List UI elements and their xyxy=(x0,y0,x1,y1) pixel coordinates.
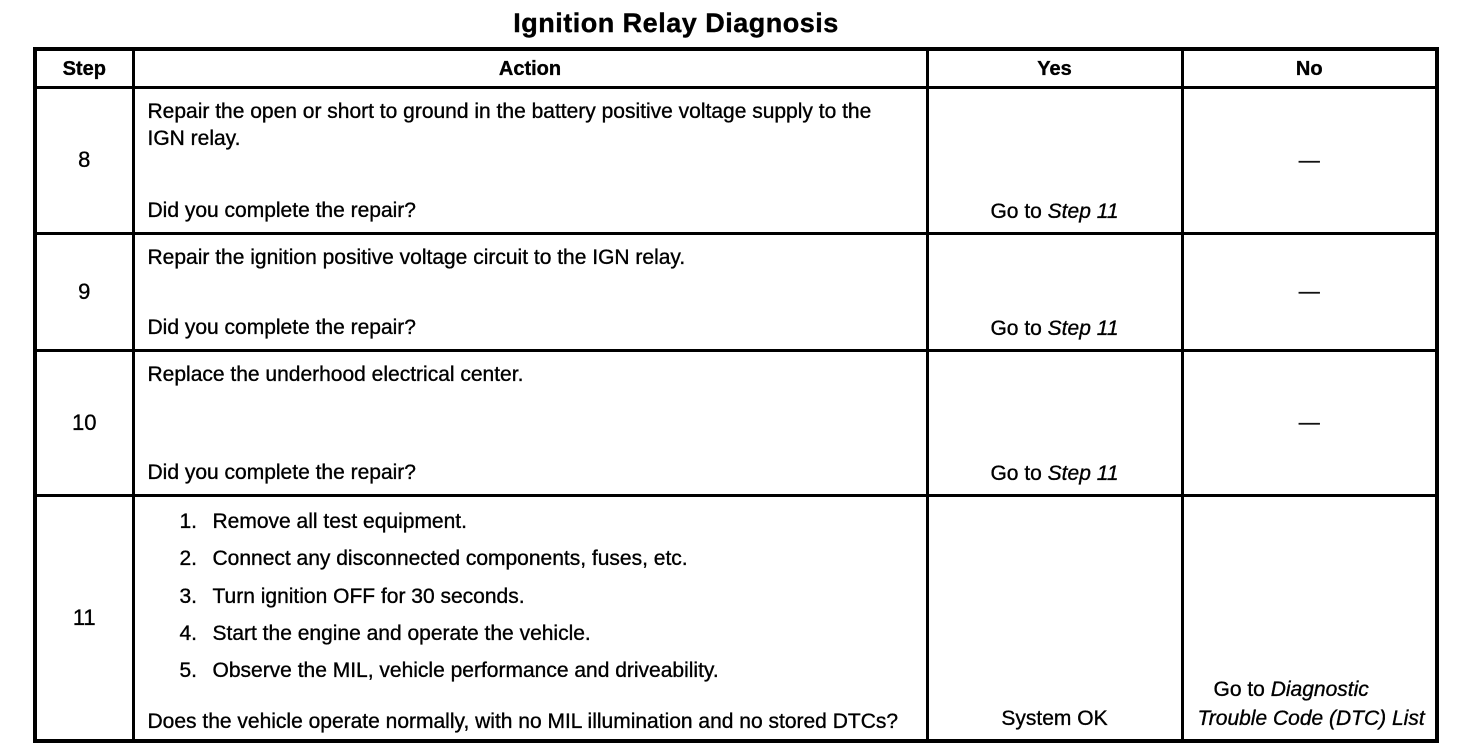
page-title: Ignition Relay Diagnosis xyxy=(513,8,839,38)
list-item: 1. Remove all test equipment. xyxy=(179,508,908,535)
goto-prefix: Go to xyxy=(990,199,1048,223)
column-header-step: Step xyxy=(33,47,135,89)
goto-target: Step 11 xyxy=(1047,461,1119,485)
no-result-dash: — xyxy=(1298,280,1320,304)
question-text: Did you complete the repair? xyxy=(147,460,416,484)
yes-result: Go to Step 11 xyxy=(929,315,1181,342)
action-cell: Repair the ignition positive voltage cir… xyxy=(131,232,929,352)
goto-target: Step 11 xyxy=(1047,316,1119,340)
no-cell: — xyxy=(1180,349,1439,497)
list-item-number: 1. xyxy=(179,510,198,533)
yes-cell: Go to Step 11 xyxy=(925,86,1184,235)
yes-cell: Go to Step 11 xyxy=(925,232,1184,352)
list-item: 5. Observe the MIL, vehicle performance a… xyxy=(179,657,908,684)
header-row: Step Action Yes No xyxy=(33,47,1439,89)
action-cell: Replace the underhood electrical center.… xyxy=(131,349,929,497)
no-result: Go to Diagnostic Trouble Code (DTC) List xyxy=(1197,676,1430,734)
action-text: Repair the open or short to ground in th… xyxy=(147,100,872,151)
no-result-dash: — xyxy=(1298,148,1320,172)
yes-cell: System OK xyxy=(925,494,1184,743)
table-row-step-11: 11 1. Remove all test equipment. 2. Connec… xyxy=(33,494,1439,743)
list-item-number: 4. xyxy=(179,621,198,645)
no-cell: — xyxy=(1180,86,1439,235)
list-item-text: Remove all test equipment. xyxy=(212,510,467,533)
column-header-yes: Yes xyxy=(925,47,1184,89)
yes-result: Go to Step 11 xyxy=(929,198,1181,225)
list-item-number: 5. xyxy=(179,659,198,683)
no-cell: Go to Diagnostic Trouble Code (DTC) List xyxy=(1180,494,1439,743)
list-item-text: Start the engine and operate the vehicle… xyxy=(212,621,591,645)
goto-prefix: Go to xyxy=(990,461,1048,485)
goto-prefix: Go to xyxy=(1213,678,1271,702)
action-text: Replace the underhood electrical center. xyxy=(147,363,524,386)
question-text: Did you complete the repair? xyxy=(147,315,416,339)
action-text: Repair the ignition positive voltage cir… xyxy=(147,246,686,269)
list-item-text: Observe the MIL, vehicle performance and… xyxy=(212,659,719,683)
list-item-text: Connect any disconnected components, fus… xyxy=(212,547,688,571)
list-item: 3. Turn ignition OFF for 30 seconds. xyxy=(179,583,908,610)
step-number: 11 xyxy=(33,494,135,743)
list-item-number: 3. xyxy=(179,584,198,608)
column-header-no: No xyxy=(1180,47,1439,89)
yes-result: Go to Step 11 xyxy=(929,460,1181,487)
table-row-step-8: 8 Repair the open or short to ground in … xyxy=(33,86,1439,235)
action-numbered-list: 1. Remove all test equipment. 2. Connect a… xyxy=(148,508,908,684)
no-result-dash: — xyxy=(1298,411,1320,435)
action-cell: 1. Remove all test equipment. 2. Connect a… xyxy=(131,494,929,743)
yes-result: System OK xyxy=(1001,706,1108,730)
goto-target: Step 11 xyxy=(1047,199,1119,223)
list-item-text: Turn ignition OFF for 30 seconds. xyxy=(212,584,525,608)
step-number: 10 xyxy=(33,349,135,497)
goto-target: Diagnostic Trouble Code (DTC) List xyxy=(1197,678,1425,731)
step-number: 8 xyxy=(33,86,135,235)
no-cell: — xyxy=(1180,232,1439,352)
list-item: 2. Connect any disconnected components, f… xyxy=(179,545,908,572)
diagnosis-table: Step Action Yes No 8 Repair the open or … xyxy=(33,47,1439,743)
goto-prefix: Go to xyxy=(990,316,1048,340)
question-text: Does the vehicle operate normally, with … xyxy=(147,710,899,734)
question-text: Did you complete the repair? xyxy=(147,198,416,222)
yes-cell: Go to Step 11 xyxy=(925,349,1184,497)
action-cell: Repair the open or short to ground in th… xyxy=(131,86,929,235)
table-row-step-10: 10 Replace the underhood electrical cent… xyxy=(33,349,1439,497)
list-item-number: 2. xyxy=(179,547,198,571)
list-item: 4. Start the engine and operate the vehic… xyxy=(179,620,908,647)
step-number: 9 xyxy=(33,232,135,352)
table-row-step-9: 9 Repair the ignition positive voltage c… xyxy=(33,232,1439,352)
column-header-action: Action xyxy=(131,47,929,89)
